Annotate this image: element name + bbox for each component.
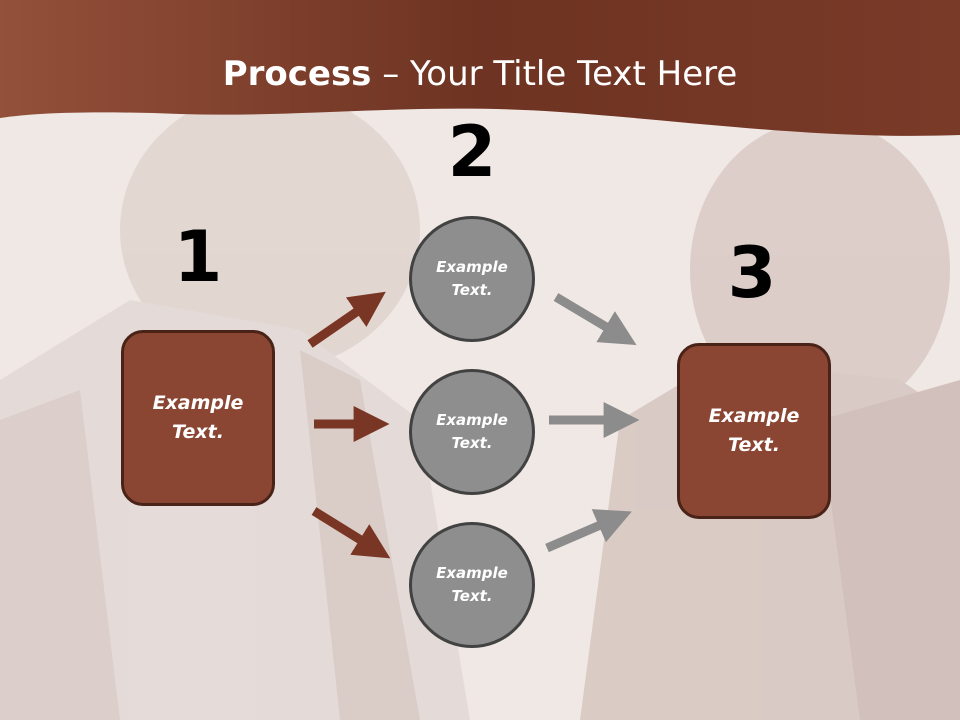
slide-title: Process – Your Title Text Here xyxy=(0,52,960,96)
circle-top: Example Text. xyxy=(409,216,535,342)
arrow-top-to-right xyxy=(553,293,637,346)
header-band xyxy=(0,0,960,136)
title-rest: – Your Title Text Here xyxy=(371,54,738,94)
background-photo-left xyxy=(0,90,470,720)
circle-middle: Example Text. xyxy=(409,369,535,495)
circle-bottom: Example Text. xyxy=(409,522,535,648)
step-number-3: 3 xyxy=(727,232,777,314)
arrow-left-to-top xyxy=(307,291,386,348)
step-number-2: 2 xyxy=(447,111,497,193)
step-number-1: 1 xyxy=(173,216,223,298)
title-bold: Process xyxy=(222,54,372,94)
right-box: Example Text. xyxy=(677,343,831,519)
background-photo-right xyxy=(580,120,960,720)
arrow-left-to-bottom xyxy=(311,507,391,559)
left-box: Example Text. xyxy=(121,330,275,506)
arrow-bottom-to-right xyxy=(545,509,632,553)
